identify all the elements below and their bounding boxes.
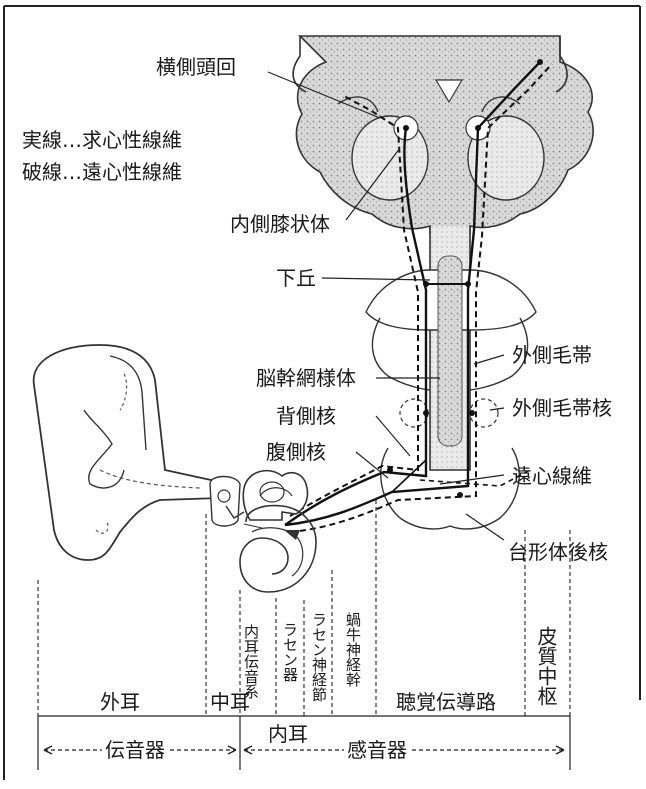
- outer-ear: [34, 345, 220, 560]
- label-lateral-lemniscus: 外側毛帯: [512, 343, 592, 367]
- label-trapezoid-body-nucleus: 台形体後核: [508, 540, 608, 564]
- legend-solid-line: 実線…求心性線維: [22, 128, 182, 152]
- column-cortical-center: 皮質中枢: [535, 626, 557, 718]
- label-ventral-nucleus: 腹側核: [266, 440, 326, 464]
- label-lateral-lemniscus-nucleus: 外側毛帯核: [512, 396, 612, 420]
- column-spiral-ganglion: ラセン神経節: [311, 612, 327, 714]
- group-inner-ear: 内耳: [268, 722, 308, 746]
- group-sound-conduction: 伝音器: [102, 738, 168, 762]
- label-reticular-formation: 脳幹網様体: [256, 366, 356, 390]
- label-dorsal-nucleus: 背側核: [276, 404, 336, 428]
- column-organ-of-corti: ラセン器: [282, 622, 298, 714]
- middle-ear: [210, 477, 244, 527]
- group-sound-perception: 感音器: [344, 738, 410, 762]
- cerebrum-section: [293, 36, 593, 234]
- label-transverse-temporal-gyrus: 横側頭回: [156, 55, 236, 79]
- column-auditory-pathway: 聴覚伝導路: [396, 690, 496, 714]
- label-medial-geniculate-body: 内側膝状体: [230, 212, 330, 236]
- column-outer-ear: 外耳: [100, 690, 140, 714]
- label-inferior-colliculus: 下丘: [276, 266, 316, 290]
- cochlea: [240, 471, 316, 592]
- column-inner-ear-conduction: 内耳伝音系: [243, 624, 259, 716]
- column-cochlear-nerve-trunk: 蝸牛神経幹: [345, 612, 361, 712]
- legend-dashed-line: 破線…遠心性線維: [22, 160, 182, 184]
- label-efferent-fiber: 遠心線維: [512, 464, 592, 488]
